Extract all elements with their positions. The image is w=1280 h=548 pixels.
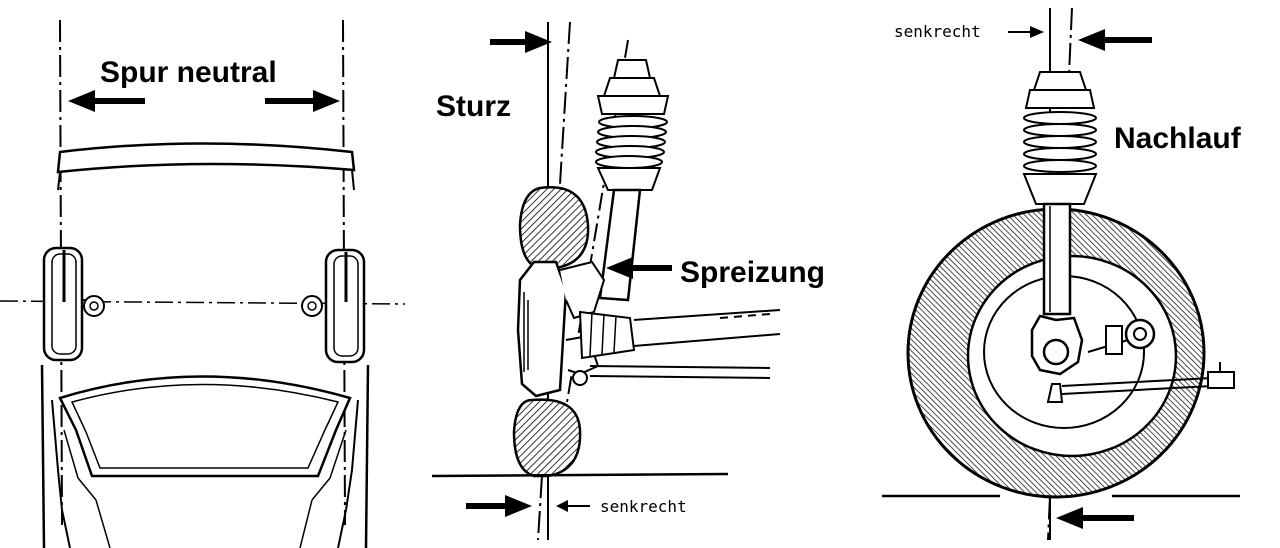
camber-label: Sturz	[436, 90, 511, 123]
kingpin-label: Spreizung	[680, 256, 825, 289]
toe-label: Spur neutral	[100, 56, 277, 89]
tie-rod	[1046, 318, 1235, 403]
windshield	[58, 375, 352, 478]
arrow-icon	[1056, 507, 1134, 529]
arrow-icon	[556, 500, 590, 512]
arrow-icon	[606, 257, 672, 279]
arrow-icon	[68, 90, 145, 112]
vertical-label-camber: senkrecht	[600, 497, 687, 516]
left-front-wheel	[42, 246, 105, 362]
arrow-icon	[490, 31, 552, 53]
caster-wheel	[906, 207, 1206, 499]
strut-assembly	[1022, 71, 1098, 316]
wheel-hub	[516, 260, 568, 398]
caster-label: Nachlauf	[1114, 122, 1242, 155]
arrow-icon	[1008, 26, 1044, 38]
arrow-icon	[1078, 29, 1152, 51]
caster-panel	[882, 7, 1240, 541]
arrow-icon	[466, 495, 532, 517]
vertical-label-caster: senkrecht	[894, 22, 981, 41]
tyre-lower	[512, 398, 582, 478]
camber-panel	[431, 21, 781, 541]
drive-shaft	[578, 309, 781, 360]
car-body-outline	[40, 364, 370, 548]
tyre-upper	[518, 186, 590, 270]
front-bumper	[56, 142, 356, 174]
arrow-icon	[265, 90, 340, 112]
ground-line	[431, 472, 729, 478]
toe-panel	[0, 19, 406, 548]
right-front-wheel	[301, 248, 366, 364]
